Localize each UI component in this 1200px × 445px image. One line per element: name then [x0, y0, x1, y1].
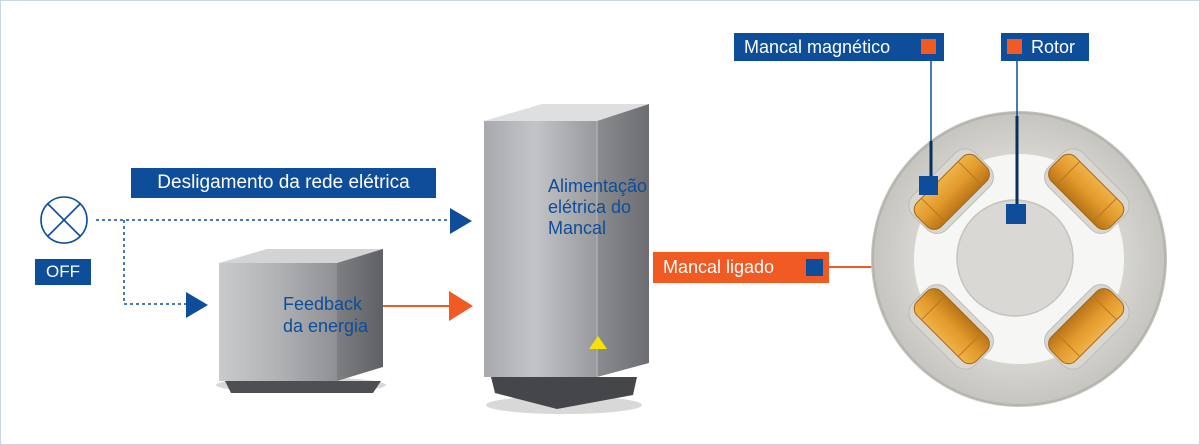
magnet-coils: [913, 153, 1125, 365]
magnetic-bearing-leader: [919, 55, 938, 195]
bearing-on-marker: [806, 259, 823, 276]
energy-feedback-label: Feedback da energia: [283, 294, 369, 336]
bearing-power-supply-label: Alimentação elétrica do Mancal: [548, 176, 648, 238]
bearing-on-label: Mancal ligado: [653, 252, 829, 283]
energy-feedback-unit: [216, 249, 386, 393]
off-label: OFF: [35, 259, 91, 285]
bearing-on-text: Mancal ligado: [663, 257, 775, 277]
magnetic-bearing-text: Mancal magnético: [744, 37, 891, 57]
energy-feedback-arrow: [383, 291, 473, 321]
rotor-text: Rotor: [1031, 37, 1076, 57]
rotor-shaft: [956, 199, 1074, 317]
magnetic-bearing-diagram: [871, 111, 1167, 407]
shutdown-signal-line: [96, 208, 472, 234]
off-switch-icon[interactable]: [40, 196, 88, 244]
grid-shutdown-label: Desligamento da rede elétrica: [131, 168, 436, 198]
rotor-label: Rotor: [1001, 33, 1089, 61]
bearing-power-supply-cabinet: [484, 104, 649, 414]
magnetic-bearing-marker: [921, 39, 936, 54]
rotor-marker: [1007, 39, 1022, 54]
feedback-signal-line: [123, 220, 208, 318]
warning-triangle-icon: [589, 336, 607, 349]
rotor-leader: [1006, 55, 1026, 224]
magnetic-bearing-label: Mancal magnético: [734, 33, 944, 61]
